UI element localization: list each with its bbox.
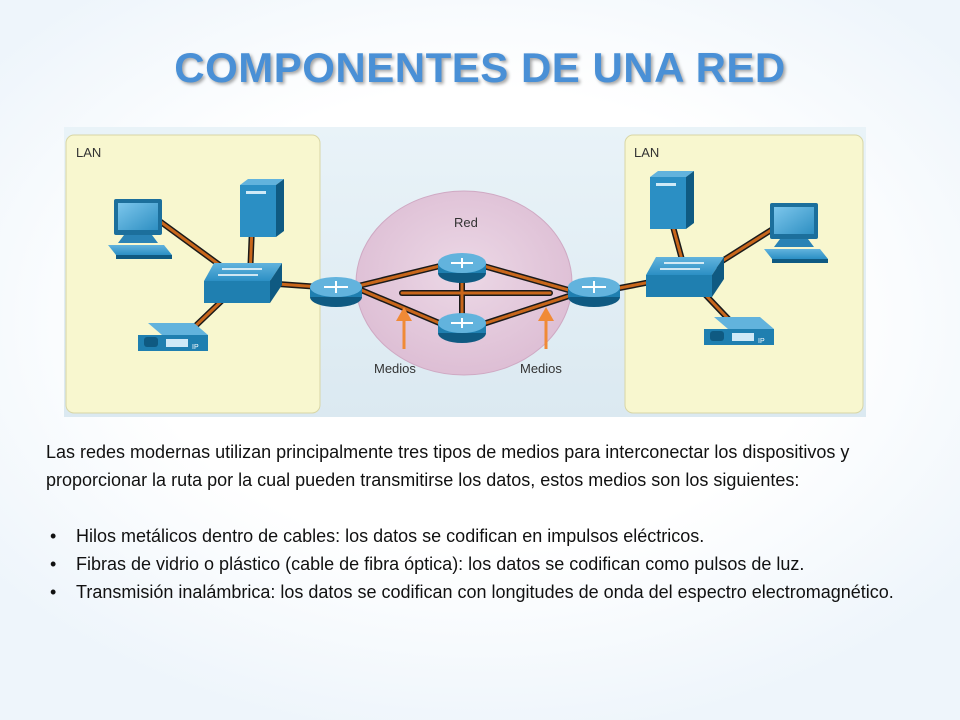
list-item: • Transmisión inalámbrica: los datos se … <box>46 578 914 606</box>
network-diagram: IP <box>64 127 866 417</box>
body-text: Las redes modernas utilizan principalmen… <box>46 438 914 606</box>
media-arrow-left <box>396 307 412 349</box>
bullet-text: Hilos metálicos dentro de cables: los da… <box>76 526 705 546</box>
intro-paragraph: Las redes modernas utilizan principalmen… <box>46 442 850 490</box>
desktop-computer-icon <box>764 203 828 263</box>
lan-label-left: LAN <box>76 145 101 160</box>
bullet-icon: • <box>50 582 57 602</box>
bullet-icon: • <box>50 526 57 546</box>
lan-label-right: LAN <box>634 145 659 160</box>
server-icon <box>240 179 284 237</box>
router-icon <box>310 277 362 307</box>
ip-badge-left: IP <box>192 344 199 351</box>
switch-icon <box>204 263 282 303</box>
network-label: Red <box>454 215 478 230</box>
ip-badge-right: IP <box>758 338 765 345</box>
media-label-right: Medios <box>520 361 562 376</box>
switch-icon <box>646 257 724 297</box>
router-icon <box>438 253 486 283</box>
bullet-text: Transmisión inalámbrica: los datos se co… <box>76 582 894 602</box>
bullet-text: Fibras de vidrio o plástico (cable de fi… <box>76 554 805 574</box>
ip-phone-icon: IP <box>704 317 774 345</box>
server-icon <box>650 171 694 229</box>
list-item: • Hilos metálicos dentro de cables: los … <box>46 522 914 550</box>
media-arrow-right <box>538 307 554 349</box>
router-icon <box>568 277 620 307</box>
list-item: • Fibras de vidrio o plástico (cable de … <box>46 550 914 578</box>
media-bullet-list: • Hilos metálicos dentro de cables: los … <box>46 522 914 606</box>
bullet-icon: • <box>50 554 57 574</box>
media-label-left: Medios <box>374 361 416 376</box>
router-icon <box>438 313 486 343</box>
slide-title: COMPONENTES DE UNA RED <box>174 44 786 91</box>
desktop-computer-icon <box>108 199 172 259</box>
ip-phone-icon: IP <box>138 323 208 351</box>
